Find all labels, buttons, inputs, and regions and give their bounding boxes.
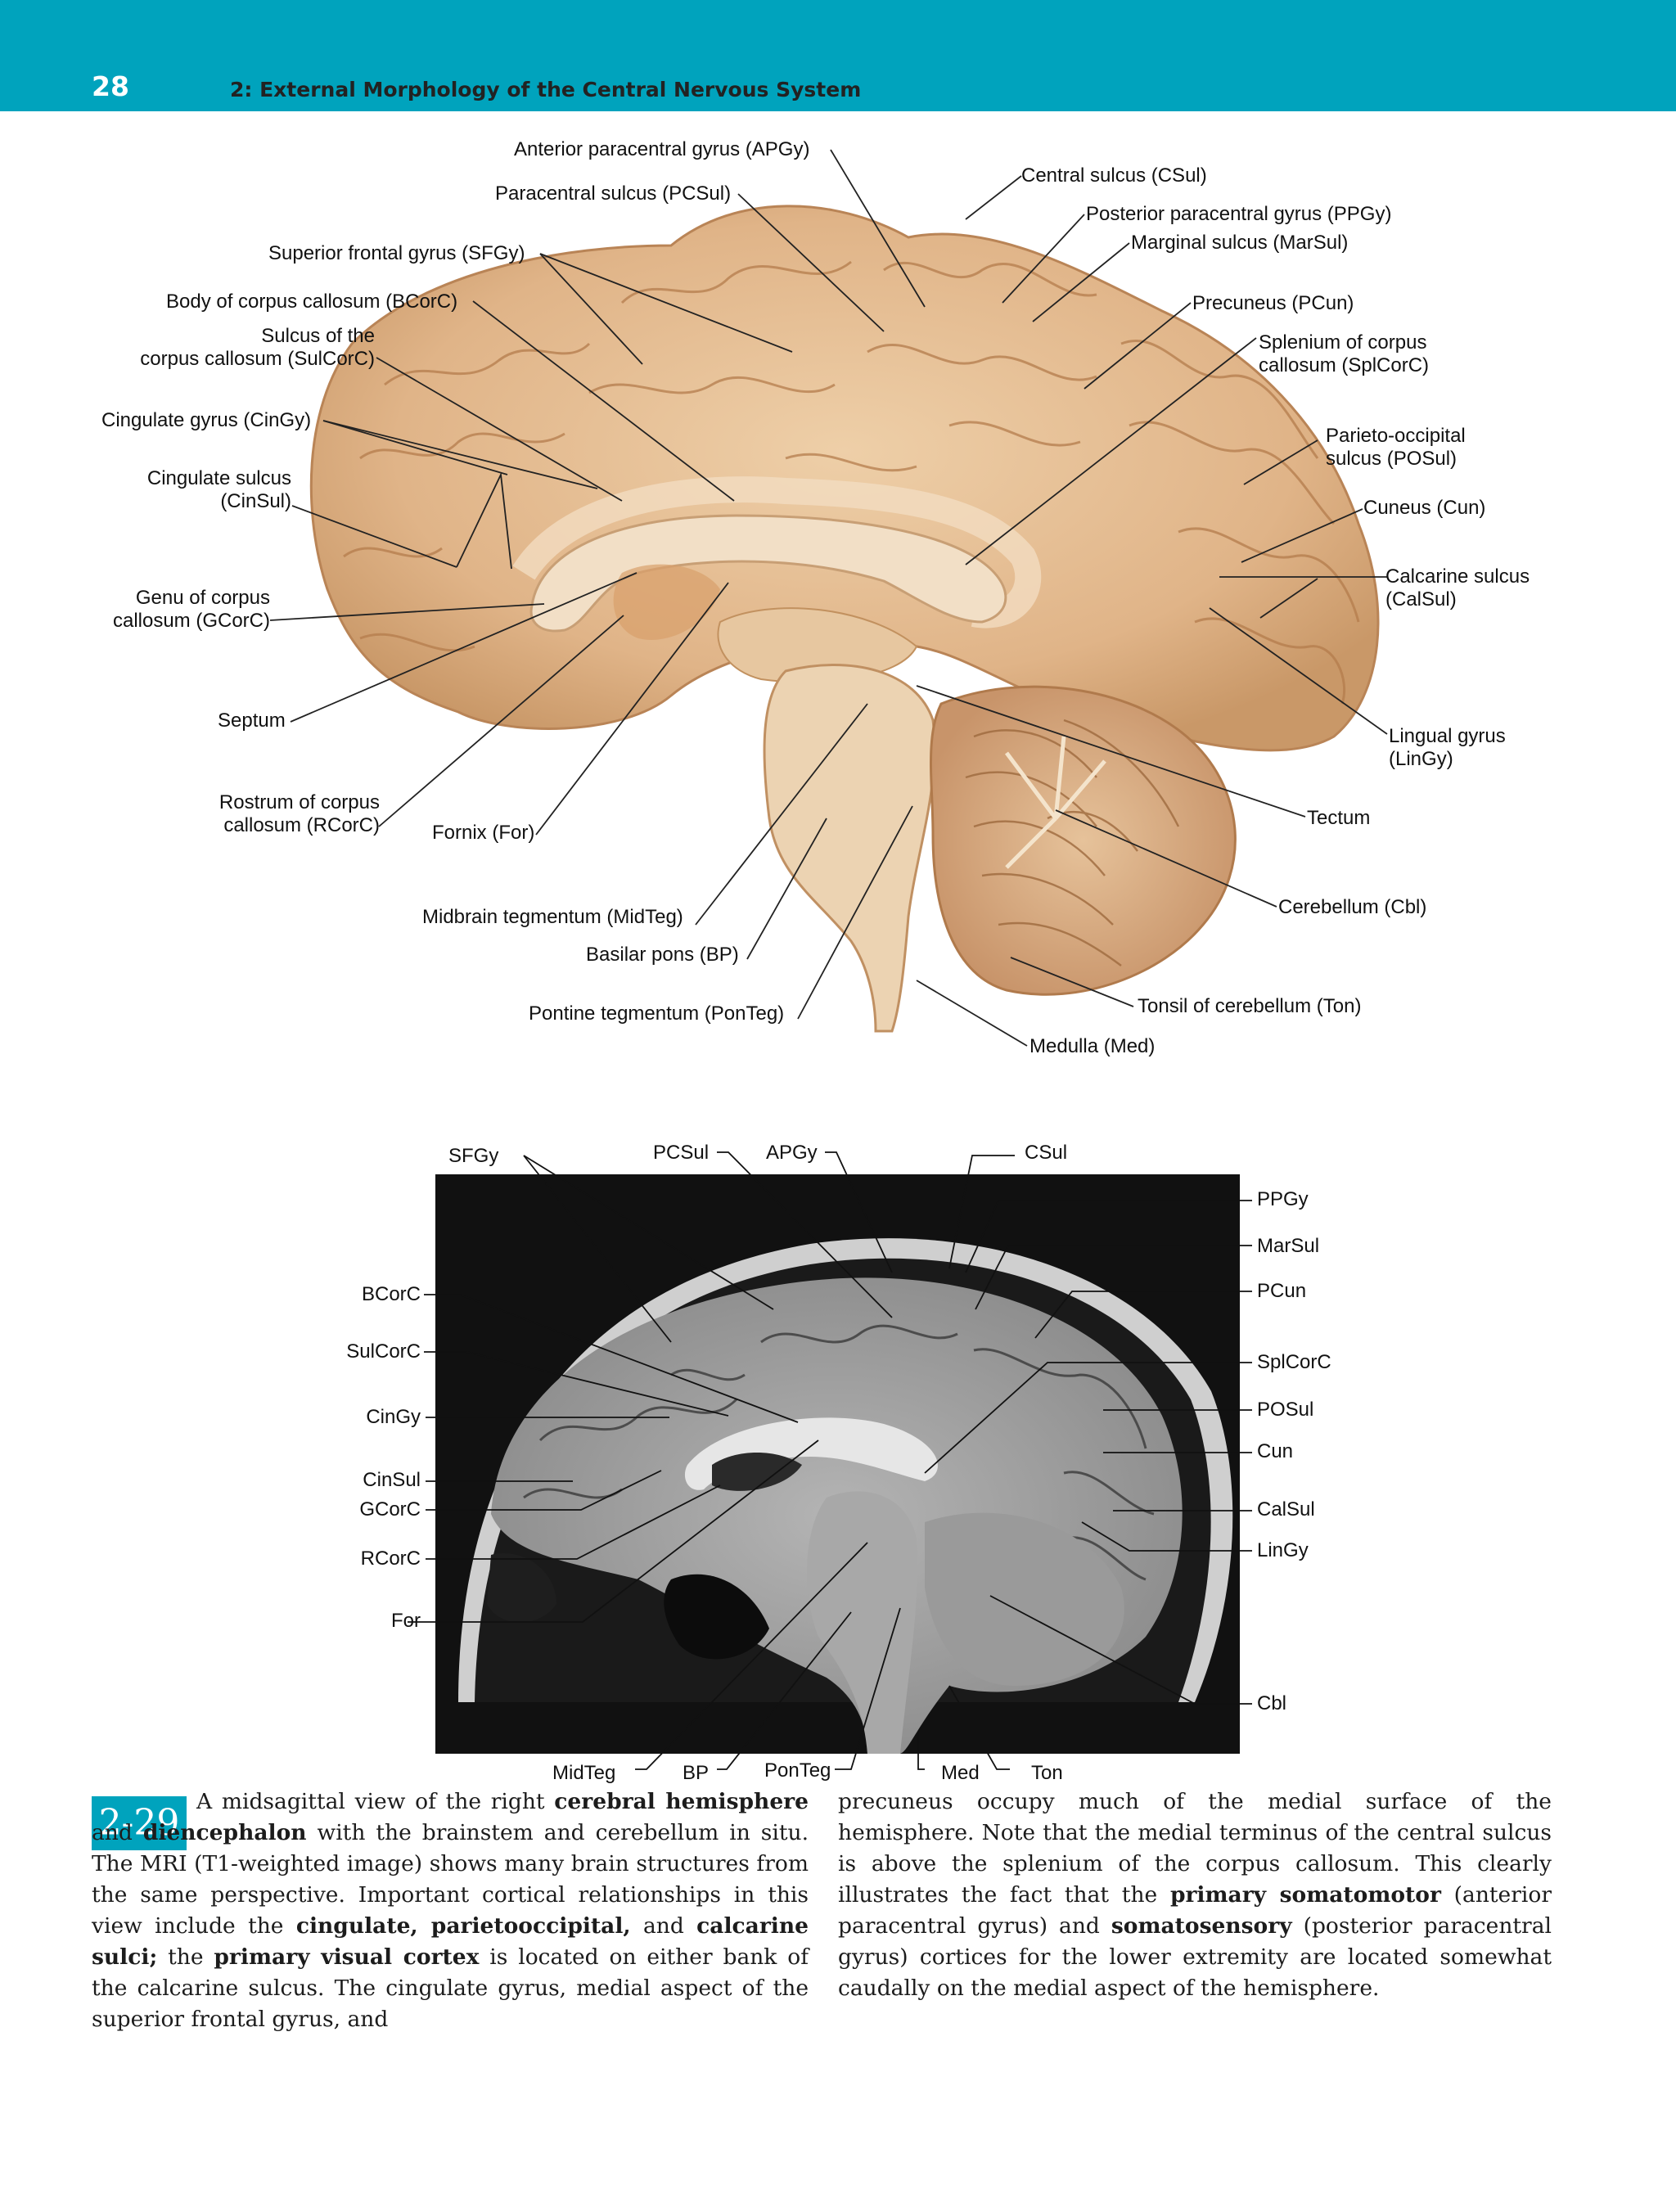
label-ponteg: Pontine tegmentum (PonTeg) — [529, 1002, 785, 1025]
mri-leader-lines — [408, 1151, 1252, 1770]
mri-label-rcorc: RCorC — [360, 1547, 421, 1570]
label-posul-line1: Parieto-occipital — [1326, 425, 1466, 447]
caption-term: somatosensory — [1111, 1913, 1292, 1939]
mri-label-csul: CSul — [1025, 1142, 1068, 1164]
mri-label-posul: POSul — [1257, 1399, 1314, 1421]
caption-term: diencephalon — [142, 1820, 307, 1845]
mri-image — [435, 1174, 1240, 1754]
caption-term: primary somatomotor — [1169, 1882, 1441, 1908]
label-bcorc: Body of corpus callosum (BCorC) — [166, 291, 458, 313]
caption-text: is located on either bank of the calcari… — [92, 1944, 809, 2032]
mri-label-bcorc: BCorC — [361, 1283, 421, 1305]
mri-label-lingy: LinGy — [1257, 1539, 1309, 1561]
caption-term: cingulate, parietooccipital, — [295, 1913, 631, 1939]
mri-label-gcorc: GCorC — [359, 1498, 421, 1520]
caption-text: and — [630, 1913, 697, 1939]
caption-text: with the brainstem and cerebellum in sit… — [92, 1820, 809, 1939]
label-splcorc-line2: callosum (SplCorC) — [1259, 354, 1430, 376]
mri-label-midteg: MidTeg — [552, 1762, 616, 1784]
mri-label-med: Med — [941, 1762, 980, 1784]
caption-text: (anterior paracentral gyrus) and — [838, 1882, 1552, 1939]
mri-label-ppgy: PPGy — [1257, 1188, 1309, 1210]
mri-label-marsul: MarSul — [1257, 1235, 1320, 1257]
label-ppgy: Posterior paracentral gyrus (PPGy) — [1086, 203, 1392, 225]
mri-label-pcsul: PCSul — [653, 1142, 710, 1164]
brainstem-shape — [763, 664, 936, 1033]
cerebellum-shape — [930, 685, 1237, 996]
mri-label-ton: Ton — [1031, 1762, 1063, 1784]
caption-right-column: precuneus occupy much of the medial surf… — [838, 1786, 1552, 2004]
caption-text: A midsagittal view of the right — [196, 1789, 555, 1814]
caption-text: precuneus occupy much of the medial surf… — [838, 1789, 1552, 1908]
mri-label-sulcorc: SulCorC — [346, 1340, 421, 1363]
label-apgy: Anterior paracentral gyrus (APGy) — [514, 138, 810, 160]
label-cinsul-line1: Cingulate sulcus — [146, 467, 291, 489]
chapter-title: 2: External Morphology of the Central Ne… — [230, 78, 862, 101]
mri-label-cingy: CinGy — [366, 1406, 421, 1428]
corpus-callosum-shape — [529, 514, 1007, 633]
caption-text: the — [157, 1944, 214, 1970]
caption-term: cerebral hemisphere — [554, 1789, 809, 1814]
label-lingy-line1: Lingual gyrus — [1389, 725, 1506, 747]
header-bar — [0, 0, 1676, 111]
label-cinsul-line2: (CinSul) — [220, 490, 291, 512]
caption-text: (posterior paracentral gyrus) cortices f… — [838, 1913, 1552, 2001]
label-posul-line2: sulcus (POSul) — [1326, 448, 1457, 470]
label-ton: Tonsil of cerebellum (Ton) — [1138, 995, 1362, 1017]
label-bp: Basilar pons (BP) — [586, 944, 739, 966]
label-csul: Central sulcus (CSul) — [1021, 164, 1207, 187]
mri-label-cinsul: CinSul — [363, 1469, 421, 1491]
label-sulcorc-line1: Sulcus of the — [261, 325, 375, 347]
mri-label-for: For — [391, 1610, 421, 1632]
mri-label-cun: Cun — [1257, 1440, 1294, 1462]
label-rcorc-line2: callosum (RCorC) — [223, 814, 380, 836]
mri-label-ponteg: PonTeg — [764, 1759, 831, 1782]
photo-leader-lines — [269, 149, 1388, 1047]
label-splcorc-line1: Splenium of corpus — [1259, 331, 1427, 354]
caption-text: and — [92, 1820, 143, 1845]
caption-term: primary visual cortex — [214, 1944, 480, 1970]
label-marsul: Marginal sulcus (MarSul) — [1131, 232, 1349, 254]
caption-left-column: A midsagittal view of the right cerebral… — [92, 1786, 809, 2035]
label-rcorc-line1: Rostrum of corpus — [219, 791, 380, 813]
mri-label-sfgy: SFGy — [448, 1145, 499, 1167]
label-for: Fornix (For) — [432, 822, 535, 844]
mri-label-calsul: CalSul — [1257, 1498, 1315, 1520]
label-gcorc-line1: Genu of corpus — [135, 587, 270, 609]
mri-label-cbl: Cbl — [1257, 1692, 1287, 1714]
label-cingy: Cingulate gyrus (CinGy) — [101, 409, 312, 431]
label-cbl: Cerebellum (Cbl) — [1278, 896, 1427, 918]
caption-term: calcarine sulci; — [92, 1913, 809, 1970]
mri-label-bp: BP — [683, 1762, 710, 1784]
label-sfgy: Superior frontal gyrus (SFGy) — [268, 242, 525, 264]
label-tectum: Tectum — [1307, 807, 1371, 829]
label-gcorc-line2: callosum (GCorC) — [112, 610, 270, 632]
label-pcun: Precuneus (PCun) — [1192, 292, 1354, 314]
mri-label-splcorc: SplCorC — [1257, 1351, 1331, 1373]
label-calsul-line1: Calcarine sulcus — [1385, 565, 1530, 588]
label-midteg: Midbrain tegmentum (MidTeg) — [422, 906, 683, 928]
mri-label-apgy: APGy — [766, 1142, 818, 1164]
label-med: Medulla (Med) — [1029, 1035, 1156, 1057]
label-pcsul: Paracentral sulcus (PCSul) — [495, 182, 732, 205]
label-calsul-line2: (CalSul) — [1385, 588, 1457, 610]
label-sulcorc-line2: corpus callosum (SulCorC) — [140, 348, 375, 370]
label-lingy-line2: (LinGy) — [1389, 748, 1453, 770]
page-number: 28 — [92, 70, 129, 102]
mri-label-pcun: PCun — [1257, 1280, 1307, 1302]
label-cun: Cuneus (Cun) — [1363, 497, 1486, 519]
label-septum: Septum — [218, 710, 286, 732]
figure-number-badge: 2-29 — [92, 1796, 187, 1850]
